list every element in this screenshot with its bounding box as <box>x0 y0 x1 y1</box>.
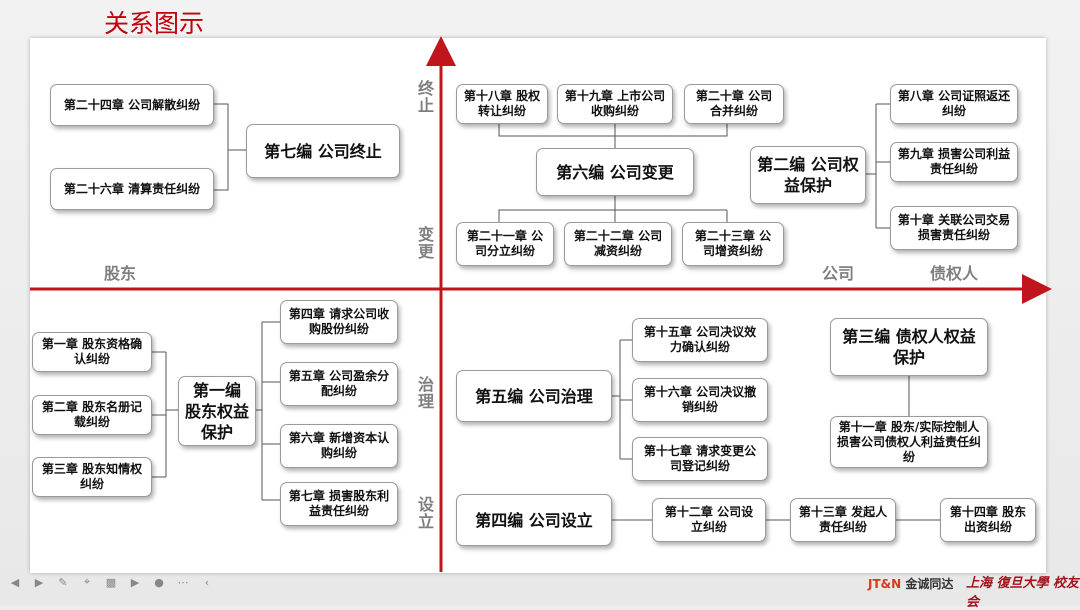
node-chapter-9: 第九章 损害公司利益责任纠纷 <box>890 142 1018 182</box>
more-icon[interactable]: ⋯ <box>177 575 189 589</box>
alumni-logo: 上海 復旦大學 校友会 <box>966 572 1080 610</box>
slide-title: 关系图示 <box>104 9 205 38</box>
node-chapter-24: 第二十四章 公司解散纠纷 <box>50 84 214 126</box>
label-creditor: 债权人 <box>930 264 979 283</box>
node-chapter-7: 第七章 损害股东利益责任纠纷 <box>280 482 398 526</box>
node-chapter-22: 第二十二章 公司减资纠纷 <box>564 222 672 266</box>
node-chapter-10: 第十章 关联公司交易损害责任纠纷 <box>890 206 1018 250</box>
alumni-logo-text: 上海 復旦大學 校友会 <box>966 576 1080 610</box>
chat-icon[interactable]: ● <box>154 575 164 589</box>
node-chapter-14: 第十四章 股东出资纠纷 <box>940 498 1036 542</box>
node-chapter-3: 第三章 股东知情权纠纷 <box>32 457 152 497</box>
node-chapter-6: 第六章 新增资本认购纠纷 <box>280 424 398 468</box>
node-chapter-12: 第十二章 公司设立纠纷 <box>652 498 766 542</box>
node-part-1: 第一编 股东权益保护 <box>178 376 256 446</box>
node-part-7: 第七编 公司终止 <box>246 124 400 178</box>
label-shareholder: 股东 <box>104 264 137 283</box>
brand-mark: JT&N <box>868 577 902 591</box>
video-icon[interactable]: ▶ <box>130 575 140 589</box>
brand-name: 金诚同达 <box>905 577 954 591</box>
label-termination: 终止 <box>417 79 434 115</box>
pen-icon[interactable]: ✎ <box>58 575 68 589</box>
label-establishment: 设立 <box>417 495 434 531</box>
node-chapter-11: 第十一章 股东/实际控制人损害公司债权人利益责任纠纷 <box>830 416 988 468</box>
node-chapter-16: 第十六章 公司决议撤销纠纷 <box>632 378 768 422</box>
node-chapter-15: 第十五章 公司决议效力确认纠纷 <box>632 318 768 362</box>
diagram-panel <box>30 38 1046 573</box>
node-part-6: 第六编 公司变更 <box>536 148 694 196</box>
node-part-2: 第二编 公司权益保护 <box>750 146 866 204</box>
node-chapter-23: 第二十三章 公司增资纠纷 <box>682 222 784 266</box>
node-chapter-20: 第二十章 公司合并纠纷 <box>684 84 784 124</box>
pointer-icon[interactable]: ⌖ <box>83 575 91 588</box>
node-chapter-8: 第八章 公司证照返还纠纷 <box>890 84 1018 124</box>
node-chapter-13: 第十三章 发起人责任纠纷 <box>790 498 896 542</box>
node-chapter-1: 第一章 股东资格确认纠纷 <box>32 332 152 372</box>
brand-logo: JT&N 金诚同达 <box>868 575 953 592</box>
node-part-5: 第五编 公司治理 <box>456 370 612 422</box>
node-chapter-5: 第五章 公司盈余分配纠纷 <box>280 362 398 406</box>
node-chapter-17: 第十七章 请求变更公司登记纠纷 <box>632 437 768 481</box>
node-chapter-2: 第二章 股东名册记载纠纷 <box>32 395 152 435</box>
node-chapter-4: 第四章 请求公司收购股份纠纷 <box>280 300 398 344</box>
node-part-4: 第四编 公司设立 <box>456 494 612 546</box>
slides-icon[interactable]: ▩ <box>105 575 117 589</box>
collapse-icon[interactable]: ‹ <box>204 575 210 589</box>
node-chapter-18: 第十八章 股权转让纠纷 <box>456 84 548 124</box>
label-governance: 治理 <box>417 375 434 411</box>
presentation-toolbar: ◀ ▶ ✎ ⌖ ▩ ▶ ● ⋯ ‹ <box>8 574 214 590</box>
next-icon[interactable]: ▶ <box>34 575 44 589</box>
label-company: 公司 <box>822 264 855 283</box>
prev-icon[interactable]: ◀ <box>10 575 20 589</box>
node-chapter-21: 第二十一章 公司分立纠纷 <box>456 222 554 266</box>
node-part-3: 第三编 债权人权益保护 <box>830 318 988 376</box>
node-chapter-26: 第二十六章 清算责任纠纷 <box>50 168 214 210</box>
label-change: 变更 <box>417 225 434 261</box>
node-chapter-19: 第十九章 上市公司收购纠纷 <box>557 84 673 124</box>
